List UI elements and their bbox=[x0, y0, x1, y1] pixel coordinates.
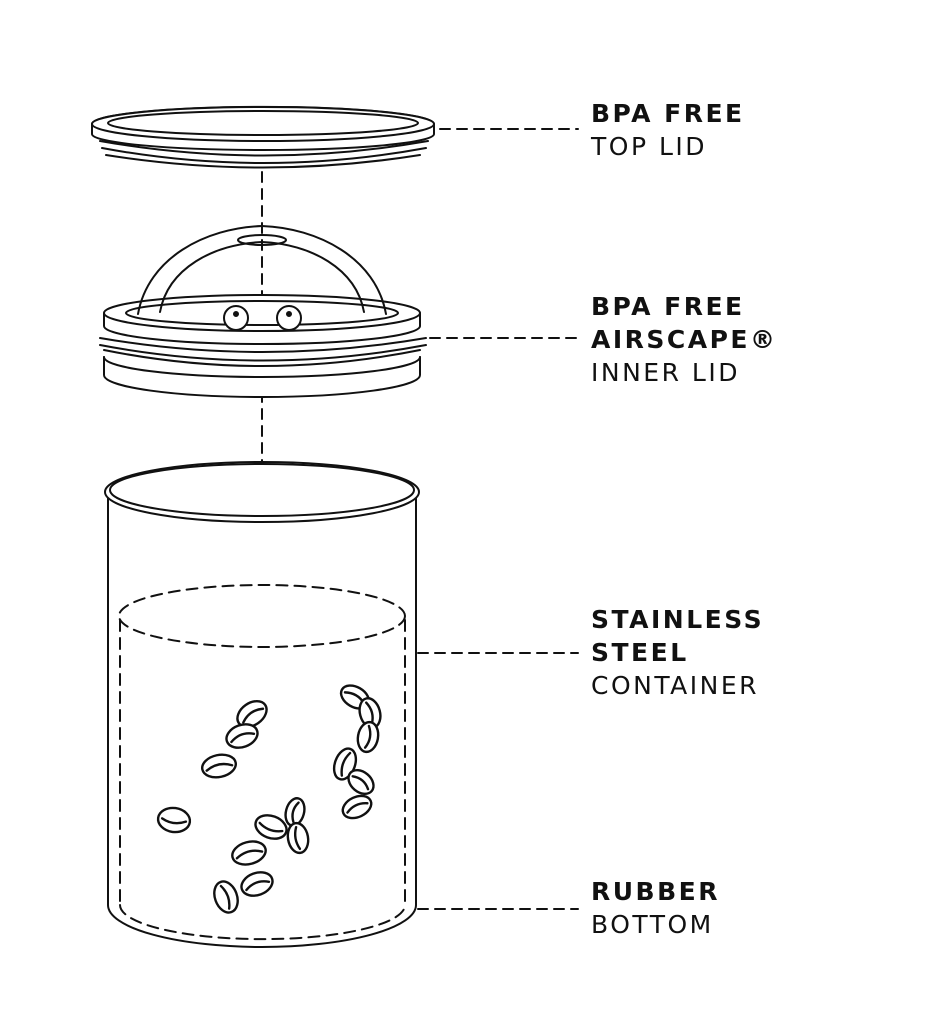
label-inner-lid-line3: INNER LID bbox=[591, 358, 740, 387]
coffee-bean bbox=[156, 806, 192, 834]
label-top-lid-line2: TOP LID bbox=[591, 132, 708, 161]
coffee-beans bbox=[156, 684, 382, 914]
coffee-bean bbox=[240, 871, 274, 897]
top-lid-illustration bbox=[91, 105, 435, 169]
coffee-bean bbox=[284, 797, 306, 827]
coffee-bean bbox=[201, 753, 237, 779]
label-inner-lid-line2: AIRSCAPE® bbox=[591, 325, 778, 354]
coffee-bean bbox=[225, 723, 259, 749]
coffee-bean bbox=[347, 768, 375, 796]
label-bottom: RUBBER BOTTOM bbox=[591, 875, 720, 941]
container-illustration bbox=[104, 461, 420, 948]
coffee-bean bbox=[254, 814, 288, 840]
coffee-bean bbox=[286, 821, 310, 855]
label-bottom-line2: BOTTOM bbox=[591, 910, 714, 939]
coffee-bean bbox=[236, 699, 268, 729]
label-inner-lid-line1: BPA FREE bbox=[591, 292, 745, 321]
coffee-bean bbox=[231, 840, 267, 866]
coffee-bean bbox=[213, 880, 239, 914]
label-inner-lid: BPA FREE AIRSCAPE® INNER LID bbox=[591, 290, 778, 389]
coffee-bean bbox=[356, 720, 380, 754]
label-container-line3: CONTAINER bbox=[591, 671, 760, 700]
leader-lines bbox=[417, 128, 579, 910]
coffee-bean bbox=[341, 794, 373, 820]
label-bottom-line1: RUBBER bbox=[591, 877, 720, 906]
inner-lid-illustration bbox=[99, 225, 427, 398]
label-top-lid: BPA FREE TOP LID bbox=[591, 97, 745, 163]
label-top-lid-line1: BPA FREE bbox=[591, 99, 745, 128]
label-container: STAINLESS STEEL CONTAINER bbox=[591, 603, 764, 702]
label-container-line2: STEEL bbox=[591, 638, 689, 667]
label-container-line1: STAINLESS bbox=[591, 605, 765, 634]
